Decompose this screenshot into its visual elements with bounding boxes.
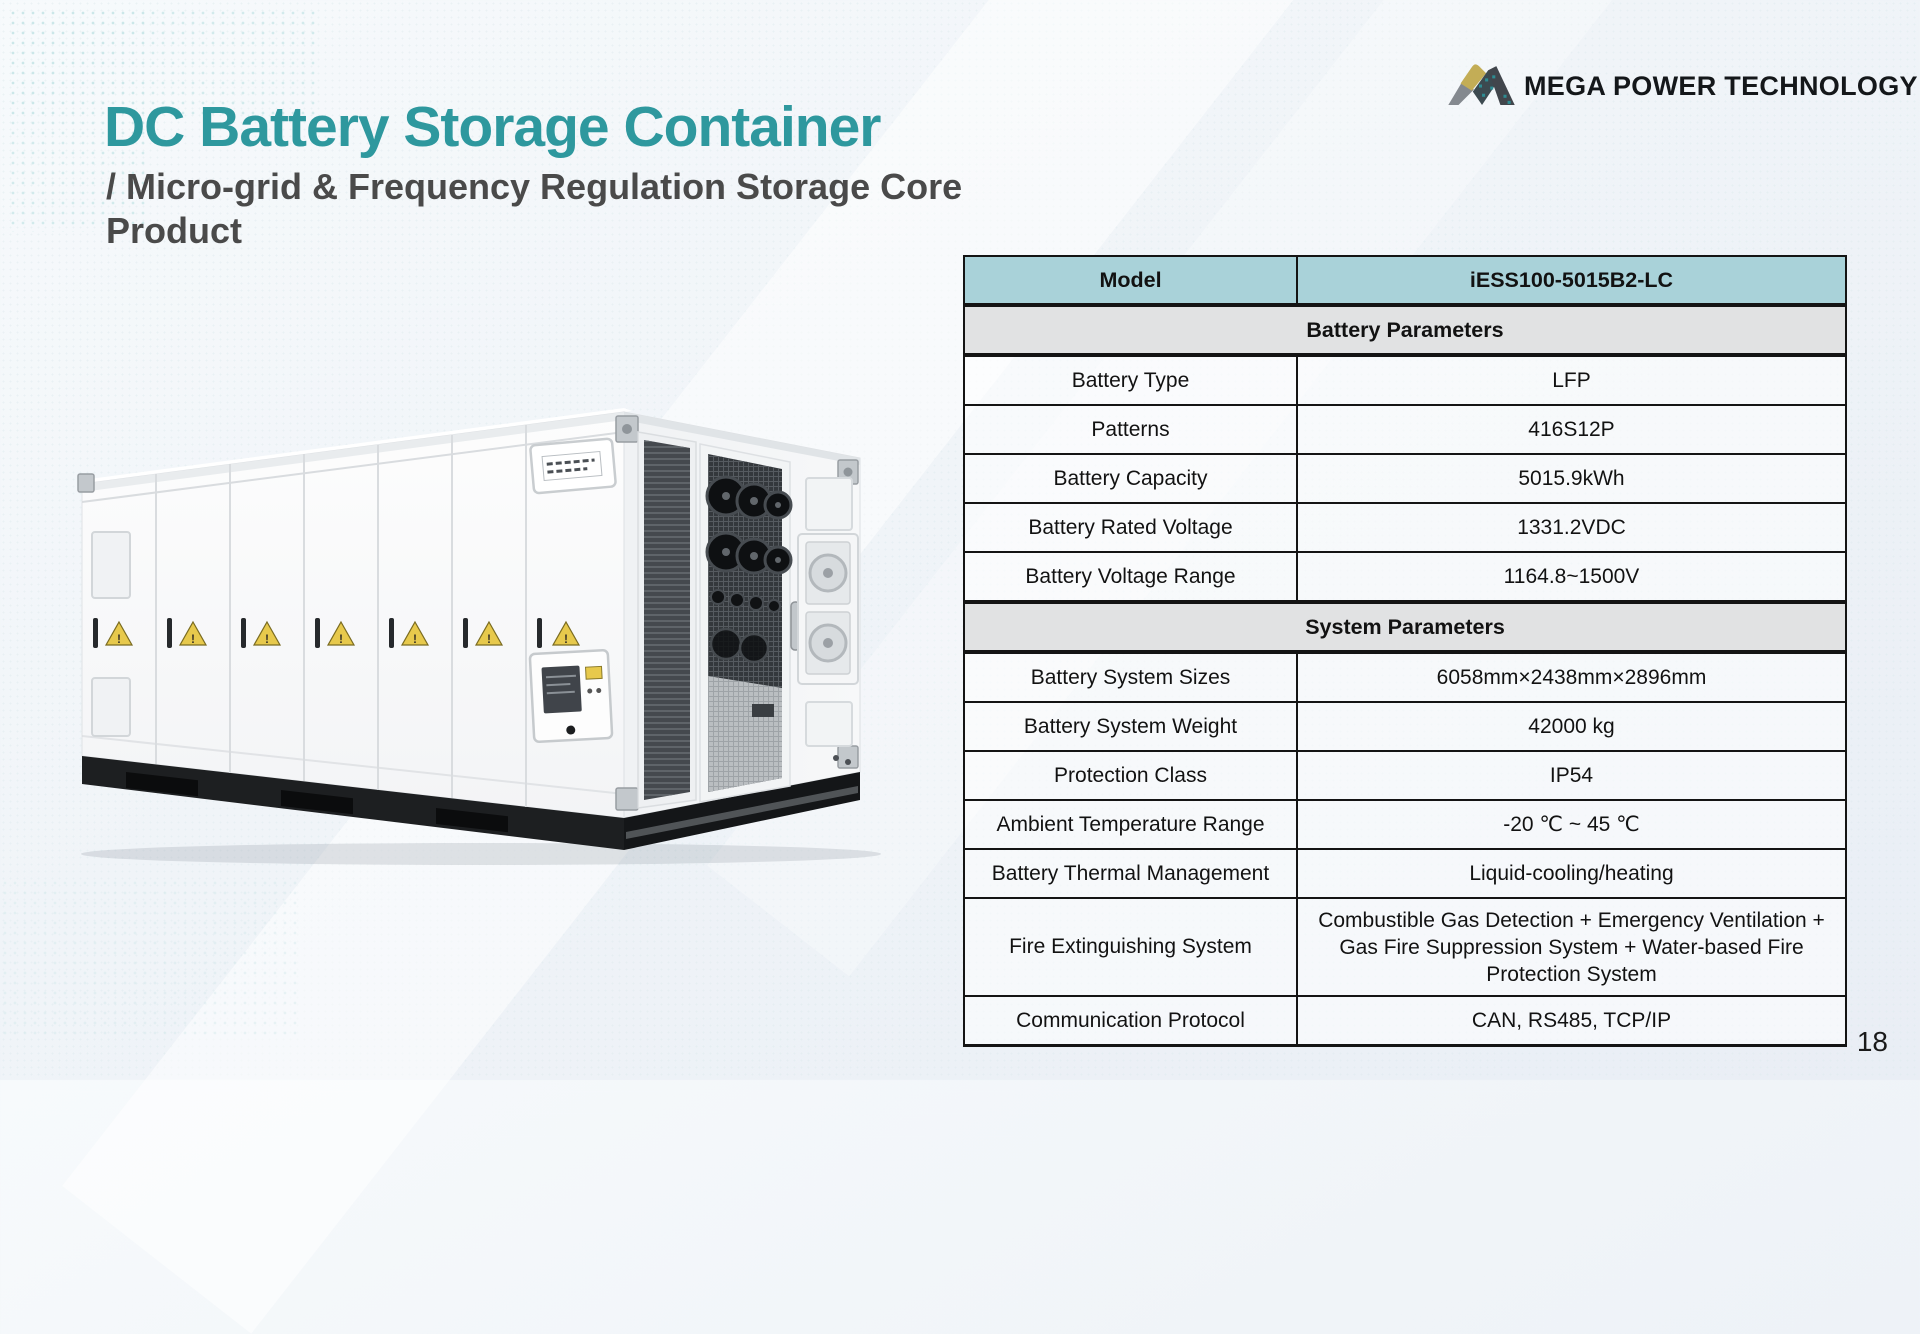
spec-row-protection-class: Protection Class IP54	[963, 750, 1847, 801]
page-number: 18	[1856, 1026, 1888, 1057]
spec-value-cell: LFP	[1296, 354, 1847, 406]
spec-label-cell: Ambient Temperature Range	[963, 799, 1298, 850]
spec-label-cell: Battery Capacity	[963, 453, 1298, 504]
corner-dot-pattern	[0, 878, 300, 1038]
spec-row-ambient-temperature-range: Ambient Temperature Range -20 ℃ ~ 45 ℃	[963, 799, 1847, 850]
section-title: Battery Parameters	[963, 303, 1847, 357]
spec-label-cell: Battery Type	[963, 354, 1298, 406]
company-logo: MEGA POWER TECHNOLOGY	[1446, 60, 1918, 112]
spec-value-cell: 42000 kg	[1296, 701, 1847, 752]
spec-value-cell: 416S12P	[1296, 404, 1847, 455]
container-nameplate	[529, 437, 617, 495]
battery-container-image: !!! !!! !	[77, 408, 881, 865]
model-value-cell: iESS100-5015B2-LC	[1296, 255, 1847, 307]
spec-label-cell: Protection Class	[963, 750, 1298, 801]
corner-dot-pattern	[8, 8, 146, 232]
spec-row-battery-system-sizes: Battery System Sizes 6058mm×2438mm×2896m…	[963, 651, 1847, 703]
svg-text:!: !	[413, 632, 417, 646]
spec-value-cell: 5015.9kWh	[1296, 453, 1847, 504]
spec-table: Model iESS100-5015B2-LC Battery Paramete…	[963, 255, 1847, 1047]
spec-value-cell: IP54	[1296, 750, 1847, 801]
spec-label-cell: Battery System Sizes	[963, 651, 1298, 703]
spec-row-battery-type: Battery Type LFP	[963, 354, 1847, 406]
spec-value-cell: Liquid-cooling/heating	[1296, 848, 1847, 899]
fan-door	[699, 443, 810, 803]
battery-parameters-section-row: Battery Parameters	[963, 303, 1847, 357]
spec-row-fire-extinguishing-system: Fire Extinguishing System Combustible Ga…	[963, 897, 1847, 997]
page-subtitle: / Micro-grid & Frequency Regulation Stor…	[106, 165, 962, 253]
logo-text: MEGA POWER TECHNOLOGY	[1524, 70, 1918, 101]
spec-label-cell: Battery System Weight	[963, 701, 1298, 752]
spec-header-row: Model iESS100-5015B2-LC	[963, 255, 1847, 307]
container-shadow	[81, 843, 881, 865]
spec-row-battery-voltage-range: Battery Voltage Range 1164.8~1500V	[963, 551, 1847, 603]
spec-row-battery-rated-voltage: Battery Rated Voltage 1331.2VDC	[963, 502, 1847, 553]
svg-text:!: !	[265, 632, 269, 646]
svg-text:!: !	[487, 632, 491, 646]
svg-text:!: !	[564, 632, 568, 646]
spec-row-battery-capacity: Battery Capacity 5015.9kWh	[963, 453, 1847, 504]
warning-triangles: !!! !!! !	[93, 618, 581, 648]
ac-unit	[797, 477, 859, 765]
spec-value-cell: CAN, RS485, TCP/IP	[1296, 995, 1847, 1047]
section-title: System Parameters	[963, 600, 1847, 654]
spec-row-battery-system-weight: Battery System Weight 42000 kg	[963, 701, 1847, 752]
svg-text:!: !	[117, 632, 121, 646]
spec-value-cell: 1164.8~1500V	[1296, 551, 1847, 603]
spec-value-cell: 6058mm×2438mm×2896mm	[1296, 651, 1847, 703]
system-parameters-section-row: System Parameters	[963, 600, 1847, 654]
spec-value-cell: Combustible Gas Detection + Emergency Ve…	[1296, 897, 1847, 997]
page-title: DC Battery Storage Container	[104, 95, 881, 159]
spec-label-cell: Battery Voltage Range	[963, 551, 1298, 603]
control-panel	[528, 649, 614, 743]
panel-seams	[81, 425, 625, 807]
spec-label-cell: Battery Rated Voltage	[963, 502, 1298, 553]
spec-label-cell: Battery Thermal Management	[963, 848, 1298, 899]
mountain-m-logo-icon	[1446, 60, 1516, 112]
cooling-fans	[705, 475, 793, 664]
svg-text:!: !	[191, 632, 195, 646]
subtitle-line-1: / Micro-grid & Frequency Regulation Stor…	[106, 166, 963, 207]
svg-text:!: !	[339, 632, 343, 646]
spec-row-communication-protocol: Communication Protocol CAN, RS485, TCP/I…	[963, 995, 1847, 1047]
spec-value-cell: 1331.2VDC	[1296, 502, 1847, 553]
spec-label-cell: Fire Extinguishing System	[963, 897, 1298, 997]
subtitle-line-2: Product	[106, 210, 243, 251]
side-vent-panels	[91, 531, 131, 737]
spec-label-cell: Communication Protocol	[963, 995, 1298, 1047]
spec-value-cell: -20 ℃ ~ 45 ℃	[1296, 799, 1847, 850]
front-vent-grille	[637, 431, 697, 809]
model-label-cell: Model	[963, 255, 1298, 307]
spec-row-patterns: Patterns 416S12P	[963, 404, 1847, 455]
spec-label-cell: Patterns	[963, 404, 1298, 455]
container-base	[82, 756, 860, 850]
spec-row-battery-thermal-management: Battery Thermal Management Liquid-coolin…	[963, 848, 1847, 899]
